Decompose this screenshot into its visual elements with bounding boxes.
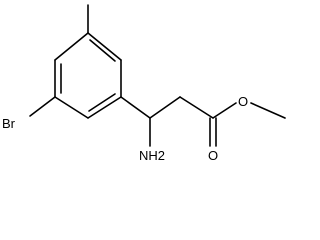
carbonyl-to-ester-oxygen-bond: [212, 102, 237, 119]
molecule-structure: Br NH2 O O: [2, 4, 286, 163]
structure-canvas: Br NH2 O O: [2, 4, 286, 163]
ring-to-chiral-carbon-bond: [120, 96, 151, 119]
methylene-to-carbonyl-bond: [179, 96, 214, 119]
amine-label: NH2: [139, 148, 165, 163]
ring-bond-c6-c1: [54, 32, 89, 61]
ring-bond-c1-c2: [87, 32, 122, 61]
carbonyl-oxygen-label: O: [208, 148, 218, 163]
chiral-carbon-to-methylene-bond: [149, 96, 181, 119]
ring-bond-c4-c5: [54, 96, 89, 119]
bromine-label: Br: [2, 116, 16, 131]
bromine-bond: [29, 96, 56, 117]
ester-oxygen-label: O: [238, 94, 248, 109]
ring-double-bond-c1-c2: [89, 39, 116, 62]
ester-methyl-bond: [250, 102, 286, 119]
ring-double-bond-c3-c4: [88, 93, 116, 112]
ring-bond-c3-c4: [87, 96, 122, 119]
